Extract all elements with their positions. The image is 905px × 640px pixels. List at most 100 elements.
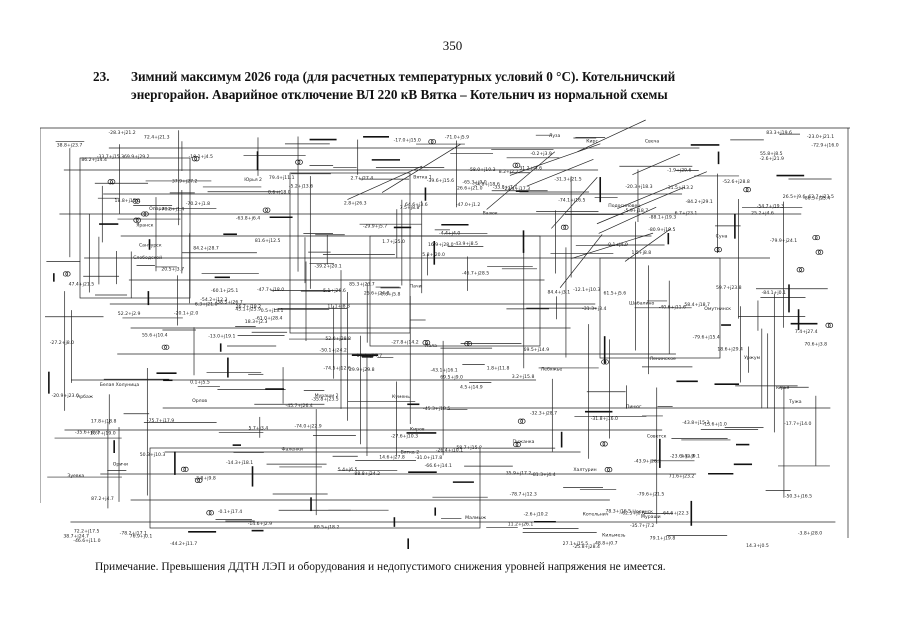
flow-value: -27.2+j8.0 — [50, 340, 74, 346]
transformer-symbol — [208, 510, 214, 516]
flow-value: -31.8+j16.0 — [591, 416, 618, 422]
substation-label: Пинюг — [626, 404, 642, 410]
substation-label: Санчурск — [139, 243, 162, 249]
flow-value: 61.5+j5.6 — [604, 290, 627, 296]
flow-value: 5.4+j6.5 — [338, 467, 358, 473]
flow-value: 18.8+j15.0 — [115, 198, 141, 204]
transformer-symbol — [716, 247, 722, 253]
flow-value: -47.7+j18.0 — [257, 287, 284, 293]
flow-value: 69.5+j14.9 — [524, 347, 550, 353]
transformer-symbol — [430, 139, 436, 145]
flow-value: 2.8+j26.3 — [344, 200, 367, 206]
diagonal-line — [381, 143, 461, 193]
transformer-symbol — [191, 156, 197, 162]
transformer-symbol — [464, 341, 470, 347]
diagonal-line — [347, 165, 423, 200]
flow-value: -43.8+j15.2 — [682, 420, 709, 426]
transformer-symbol — [141, 211, 147, 217]
flow-value: 52.0+j28.8 — [325, 336, 351, 342]
flow-value: -50.3+j16.5 — [785, 493, 812, 499]
substation-label: Малмыж — [465, 515, 486, 521]
flow-value: -31.3+j21.5 — [554, 177, 581, 183]
flow-value: -14.3+j18.1 — [226, 460, 253, 466]
flow-value: -43.9+j26.2 — [634, 458, 661, 464]
flow-value: 5.1+j26.6 — [323, 288, 346, 294]
substation-label: Свеча — [645, 139, 659, 145]
substation-label: Халтурин — [573, 467, 596, 473]
flow-value: 25.6+j24.8 — [364, 290, 390, 296]
flow-value: -65.3+j9.0 — [462, 180, 486, 186]
substation-label: Кильмезь — [602, 533, 626, 539]
flow-value: 70.6+j3.8 — [804, 341, 827, 347]
flow-value: 76.9+j0.1 — [130, 533, 153, 539]
transformer-symbol — [604, 467, 610, 473]
flow-value: -74.5+j12.6 — [324, 366, 351, 372]
diagonal-line — [617, 171, 707, 209]
flow-value: -70.2+j1.8 — [186, 201, 210, 207]
flow-value: -33.8+j7.7 — [493, 184, 517, 190]
substation-label: Пачи — [410, 283, 422, 289]
flow-value: 2.7+j27.4 — [350, 175, 373, 181]
flow-value: -48.8+j0.7 — [593, 540, 617, 546]
flow-value: -54.8+j18.6 — [473, 181, 500, 187]
transformer-symbol — [132, 198, 138, 204]
flow-value: -14.6+j2.9 — [248, 521, 272, 527]
region-box — [369, 235, 541, 347]
transformer-symbol — [513, 442, 519, 448]
flow-value: 84.2+j28.7 — [193, 246, 219, 252]
flow-value: 4.5+j14.9 — [460, 385, 483, 391]
flow-value: 11.2+j26.1 — [508, 521, 534, 527]
region-box — [599, 257, 721, 359]
flow-value: -32.3+j28.7 — [530, 411, 557, 417]
region-box — [149, 447, 481, 529]
transformer-symbol — [743, 187, 749, 193]
flow-value: -70.8+j1.4 — [160, 206, 184, 212]
transformer-symbol — [520, 418, 526, 424]
flow-value: -84.1+j0.1 — [762, 290, 786, 296]
region-box — [289, 172, 411, 334]
flow-value: -0.2+j3.9 — [530, 151, 551, 157]
substation-label: Советск — [647, 434, 667, 440]
transformer-symbol — [107, 179, 113, 185]
transformer-symbol — [603, 359, 609, 365]
transformer-symbol — [62, 271, 69, 277]
transformer-symbol — [812, 235, 818, 241]
flow-value: -60.1+j25.1 — [211, 288, 238, 294]
flow-value: 55.6+j10.4 — [142, 333, 168, 339]
flow-value: -39.6+j15.6 — [427, 178, 454, 184]
transformer-symbol — [517, 418, 523, 424]
flow-value: 81.6+j12.5 — [255, 238, 281, 244]
flow-value: -43.9+j8.5 — [454, 241, 478, 247]
flow-value: -23.6+j2.9 — [670, 453, 694, 459]
flow-value: 26.5+j9.6 — [783, 194, 806, 200]
transformer-symbol — [65, 271, 71, 277]
flow-value: 47.4+j21.5 — [69, 282, 95, 288]
flow-value: 20.5+j3.7 — [161, 266, 184, 272]
flow-value: 50.3+j10.3 — [140, 452, 166, 458]
flow-value: 64.6+j3.6 — [405, 202, 428, 208]
transformer-symbol — [466, 341, 472, 347]
flow-value: -44.2+j11.7 — [170, 541, 197, 547]
flow-value: 79.1+j19.8 — [650, 536, 676, 542]
flow-value: 71.6+j23.2 — [669, 473, 695, 479]
flow-value: -23.0+j21.1 — [807, 134, 834, 140]
transformer-symbol — [164, 344, 170, 350]
flow-value: 87.2+j4.7 — [91, 496, 114, 502]
flow-value: 37.9+j27.2 — [172, 178, 198, 184]
flow-value: 3.2+j15.8 — [512, 374, 535, 380]
flow-value: -58.0+j10.3 — [468, 167, 495, 173]
flow-value: 79.4+j11.1 — [269, 175, 295, 181]
transformer-symbol — [515, 162, 521, 168]
flow-value: 25.2+j4.6 — [751, 211, 774, 217]
flow-value: 26.6+j21.0 — [457, 186, 483, 192]
substation-label: Юрья — [776, 385, 790, 391]
flow-value: -39.2+j20.1 — [314, 264, 341, 270]
substation-label: Фаленки — [282, 447, 303, 453]
flow-value: 59.7+j23.8 — [716, 285, 742, 291]
flow-value: -40.6+j11.6 — [659, 305, 686, 311]
flow-value: -25.8+j28.4 — [573, 544, 600, 550]
flow-value: 86.2+j14.4 — [81, 157, 107, 163]
flow-value: -4.4+j4.0 — [439, 230, 460, 236]
flow-value: 1.5+j8.8 — [631, 250, 651, 256]
